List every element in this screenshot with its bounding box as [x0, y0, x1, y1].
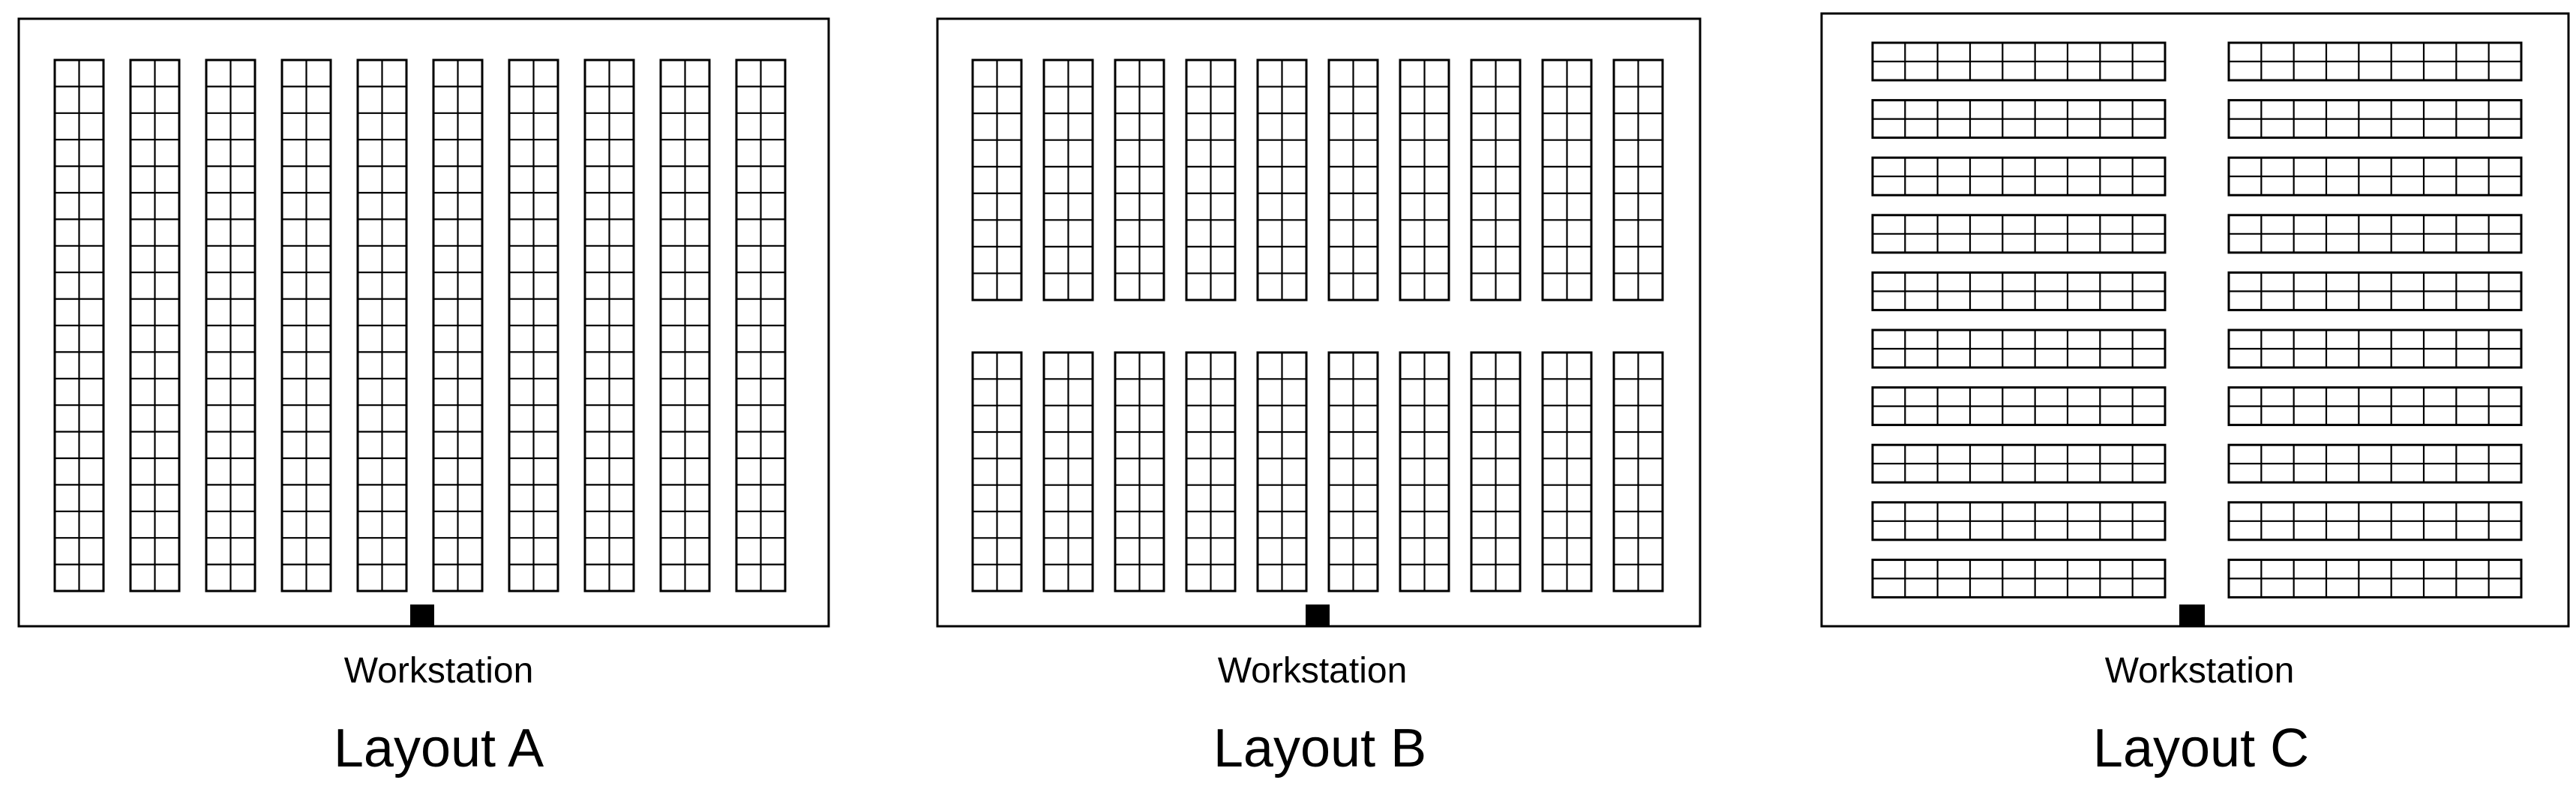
rack	[659, 58, 711, 592]
rack	[1327, 58, 1379, 302]
rack	[356, 58, 408, 592]
layout-c-floor-outline	[1820, 12, 2570, 628]
rack	[2227, 156, 2523, 196]
layout-a-racks	[53, 58, 787, 592]
rack	[1541, 58, 1593, 302]
rack	[2227, 443, 2523, 484]
rack	[53, 58, 105, 592]
layout-a-workstation-marker	[410, 604, 434, 626]
rack	[2227, 328, 2523, 369]
layout-b-racks	[971, 58, 1664, 592]
layout-b-workstation-label: Workstation	[1218, 651, 1408, 691]
rack	[1185, 351, 1237, 592]
rack	[2227, 99, 2523, 140]
layout-c-workstation-label: Workstation	[2105, 651, 2295, 691]
rack	[129, 58, 181, 592]
rack	[2227, 41, 2523, 82]
rack	[1327, 351, 1379, 592]
rack	[1871, 386, 2167, 427]
rack	[1114, 351, 1165, 592]
rack	[205, 58, 256, 592]
rack	[971, 58, 1023, 302]
rack	[1541, 351, 1593, 592]
layout-c-racks	[1871, 41, 2523, 598]
layout-b-title: Layout B	[1213, 718, 1426, 778]
rack	[735, 58, 787, 592]
rack	[432, 58, 484, 592]
rack	[2227, 214, 2523, 254]
layout-a-title: Layout A	[334, 718, 544, 778]
rack	[1185, 58, 1237, 302]
rack	[1612, 351, 1664, 592]
rack	[1470, 351, 1522, 592]
rack	[508, 58, 559, 592]
layout-c-workstation-marker	[2179, 604, 2205, 626]
rack	[583, 58, 635, 592]
layout-a-workstation-label: Workstation	[344, 651, 534, 691]
rack	[971, 351, 1023, 592]
layout-a: Workstation Layout A	[17, 17, 830, 778]
layout-b-workstation-marker	[1306, 604, 1330, 626]
rack	[2227, 386, 2523, 427]
rack	[1612, 58, 1664, 302]
rack	[1114, 58, 1165, 302]
rack	[1871, 156, 2167, 196]
rack	[1042, 351, 1094, 592]
rack	[1256, 351, 1308, 592]
rack	[2227, 501, 2523, 542]
layout-b: Workstation Layout B	[936, 17, 1702, 778]
rack	[1871, 271, 2167, 311]
rack	[1871, 443, 2167, 484]
layout-c-title: Layout C	[2093, 718, 2309, 778]
layout-c: Workstation Layout C	[1820, 12, 2570, 778]
rack	[1871, 501, 2167, 542]
rack	[1871, 558, 2167, 598]
rack	[280, 58, 332, 592]
layout-b-floor-outline	[936, 17, 1702, 628]
rack	[1470, 58, 1522, 302]
rack	[1871, 99, 2167, 140]
rack	[2227, 271, 2523, 311]
rack	[2227, 558, 2523, 598]
rack	[1871, 214, 2167, 254]
rack	[1399, 351, 1450, 592]
rack	[1399, 58, 1450, 302]
rack	[1871, 41, 2167, 82]
rack	[1871, 328, 2167, 369]
rack	[1042, 58, 1094, 302]
rack	[1256, 58, 1308, 302]
layout-a-floor-outline	[17, 17, 830, 628]
